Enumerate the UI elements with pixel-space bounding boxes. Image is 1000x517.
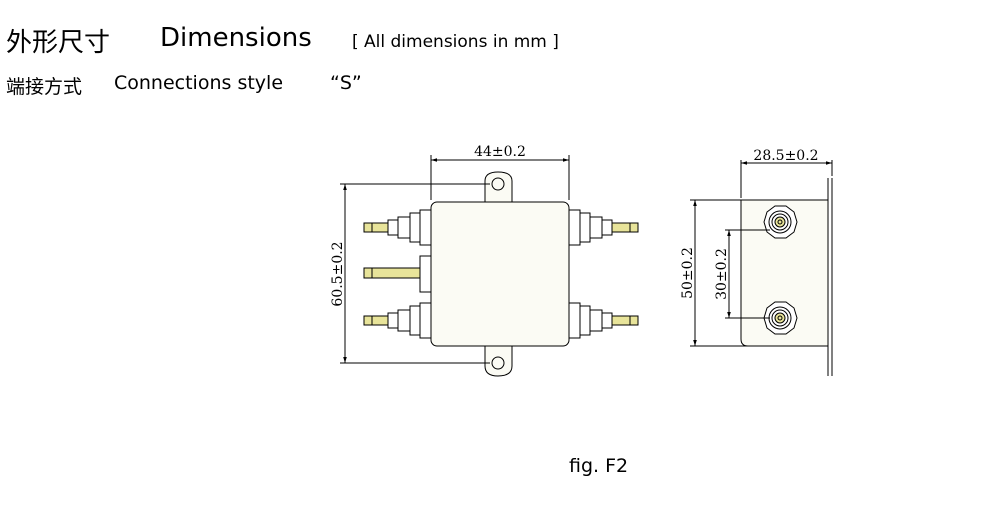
units-note: [ All dimensions in mm ] (352, 32, 559, 52)
side-view (690, 160, 833, 376)
front-view (340, 155, 639, 377)
bottom-mounting-hole (491, 356, 505, 370)
connection-style-english: Connections style (114, 72, 284, 94)
connection-style-chinese: 端接方式 (6, 76, 83, 98)
top-mounting-ear (484, 171, 513, 203)
bottom-mounting-ear (484, 345, 513, 377)
left-terminal-middle (363, 255, 432, 293)
left-terminal-top (363, 209, 432, 246)
side-terminal-bottom (763, 301, 798, 335)
right-terminal-top (568, 209, 639, 246)
terminal-pitch-dimension-label: 30±0.2 (714, 248, 730, 300)
top-mounting-hole (491, 177, 505, 191)
width-dimension-label: 44±0.2 (474, 144, 526, 160)
left-terminal-bottom (363, 302, 432, 339)
filter-body (430, 201, 570, 347)
title-english: Dimensions (160, 23, 312, 53)
connection-style-code: “S” (330, 72, 362, 94)
side-body (740, 199, 829, 347)
title-chinese: 外形尺寸 (6, 28, 111, 58)
mount-dimension-label: 50±0.2 (680, 247, 696, 299)
right-terminal-bottom (568, 302, 639, 339)
height-dimension-label: 60.5±0.2 (330, 241, 346, 306)
mounting-plate (827, 178, 833, 376)
depth-dimension-label: 28.5±0.2 (753, 148, 818, 164)
side-terminal-top (763, 205, 798, 239)
figure-caption: fig. F2 (569, 455, 629, 477)
